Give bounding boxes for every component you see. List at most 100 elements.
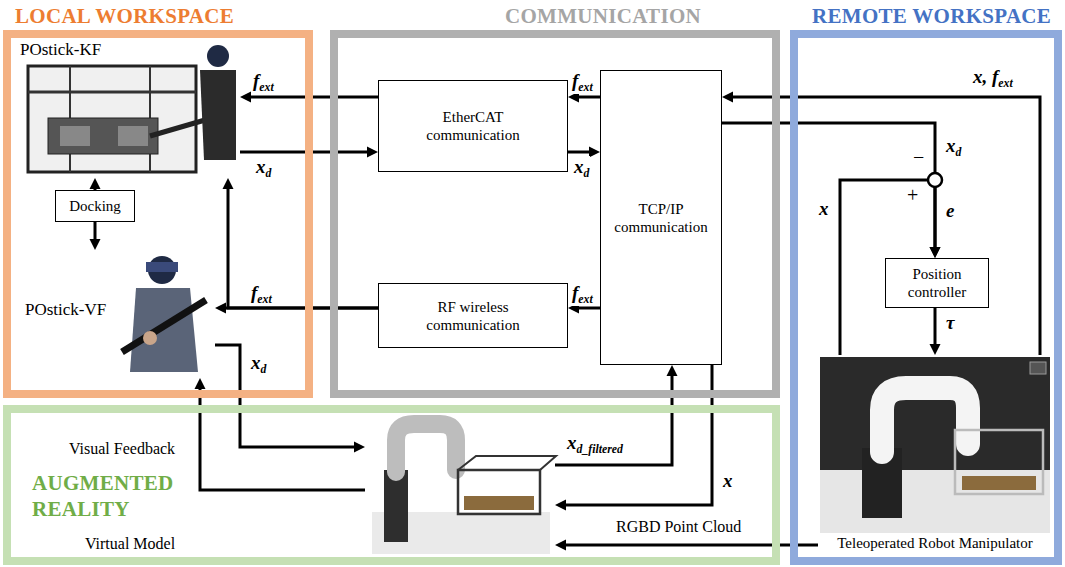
kinesthetic-device-photo — [118, 126, 148, 146]
connector-line — [722, 123, 935, 249]
arrow-head — [589, 147, 600, 158]
connector-line — [934, 308, 937, 346]
box-label: Position controller — [892, 265, 982, 301]
connector — [722, 92, 1040, 356]
connector — [555, 365, 678, 465]
connector — [555, 365, 712, 511]
arrow-head — [195, 378, 206, 389]
signal-label: d — [261, 363, 267, 376]
region-heading: LOCAL WORKSPACE — [15, 4, 234, 29]
virtual-model-render — [464, 496, 534, 510]
summing-junction — [928, 173, 942, 187]
connector-line — [249, 96, 378, 99]
virtual-device-photo — [122, 256, 206, 372]
signal-label: x — [946, 135, 956, 156]
connector-line — [577, 96, 600, 99]
connector-line — [568, 151, 591, 154]
robot-photo — [1030, 362, 1046, 374]
robot-photo — [820, 357, 1050, 533]
signal-label: x, f — [973, 66, 998, 87]
process-box: EtherCAT communication — [378, 80, 568, 172]
arrow-head — [930, 344, 941, 355]
signal-label: x — [818, 198, 830, 220]
signal-label: fext — [250, 282, 273, 306]
connector — [90, 222, 101, 250]
process-box: Position controller — [885, 258, 989, 308]
connector — [90, 178, 101, 190]
workspace-region: REMOTE WORKSPACEPosition controllerTeleo… — [790, 30, 1062, 565]
connector-line — [94, 222, 97, 241]
virtual-model-render — [458, 470, 540, 514]
sign-label: e — [945, 200, 955, 222]
kinesthetic-device-photo — [48, 118, 158, 154]
signal-label: ext — [259, 81, 273, 94]
signal-label: x — [722, 470, 734, 492]
signal-label: fext — [571, 70, 594, 94]
signal-label: x, fext — [972, 66, 1014, 90]
box-label: EtherCAT communication — [418, 108, 528, 144]
workspace-region: COMMUNICATIONEtherCAT communicationRF wi… — [330, 30, 780, 398]
signal-label: xd — [250, 352, 267, 376]
connector — [215, 345, 365, 453]
arrow-head — [930, 247, 941, 258]
photo-label: POstick-KF — [20, 40, 101, 60]
box-label: TCP/IP communication — [611, 200, 711, 236]
kinesthetic-device-photo — [28, 66, 196, 172]
signal-label: d — [266, 167, 272, 180]
robot-photo — [820, 357, 1050, 533]
signal-label: xd_filtered — [566, 432, 624, 456]
process-box: TCP/IP communication — [600, 70, 722, 365]
process-box: Docking — [55, 190, 135, 222]
connector-line — [564, 365, 712, 505]
signal-label: xd — [255, 156, 272, 180]
photo-label: Virtual Model — [85, 535, 175, 553]
robot-photo — [955, 430, 1043, 494]
signal-label: xd — [573, 156, 590, 180]
signal-label: d — [584, 167, 590, 180]
kinesthetic-device-photo — [150, 120, 205, 136]
connector-line — [224, 307, 378, 310]
kinesthetic-device-photo — [200, 70, 236, 160]
process-box: RF wireless communication — [378, 283, 568, 348]
photo-label: Teleoperated Robot Manipulator — [822, 535, 1048, 552]
connector-line — [228, 187, 378, 308]
kinesthetic-device-photo — [28, 91, 196, 94]
box-label: RF wireless communication — [418, 298, 528, 334]
region-heading: COMMUNICATION — [505, 4, 701, 29]
photo-panel: POstick-KF — [15, 40, 240, 178]
signal-label: RGBD Point Cloud — [615, 518, 742, 536]
arrow-head — [215, 303, 226, 314]
connector — [930, 308, 941, 355]
signal-label: xd — [945, 135, 962, 159]
sign-label: + — [906, 184, 919, 207]
signal-label: f — [572, 70, 578, 91]
signal-label: ext — [998, 77, 1012, 90]
virtual-model-render — [458, 456, 556, 470]
photo-panel: Teleoperated Robot Manipulator — [818, 355, 1052, 555]
signal-label: Visual Feedback — [68, 440, 176, 458]
signal-label: x — [251, 352, 261, 373]
region-heading: REMOTE WORKSPACE — [812, 4, 1051, 29]
arrow-head — [555, 500, 566, 511]
box-label: Docking — [69, 197, 121, 215]
arrow-head — [90, 239, 101, 250]
arrow-head — [555, 540, 566, 551]
robot-photo — [962, 476, 1036, 490]
connector-line — [555, 374, 672, 465]
signal-label: d — [956, 146, 962, 159]
photo-panel: POstick-VF — [20, 250, 215, 378]
arrow-head — [223, 178, 234, 189]
kinesthetic-device-photo — [207, 45, 229, 67]
summing-junction — [928, 173, 942, 187]
virtual-device-photo — [143, 331, 157, 345]
connector — [223, 178, 379, 308]
signal-label: x — [574, 156, 584, 177]
robot-photo — [820, 470, 1050, 533]
signal-label: d_filtered — [577, 443, 623, 456]
signal-label: ext — [578, 81, 592, 94]
connector-line — [240, 151, 369, 154]
virtual-device-photo — [122, 300, 206, 352]
signal-label: f — [251, 282, 257, 303]
kinesthetic-device-photo — [28, 45, 236, 172]
arrow-head — [930, 247, 941, 258]
